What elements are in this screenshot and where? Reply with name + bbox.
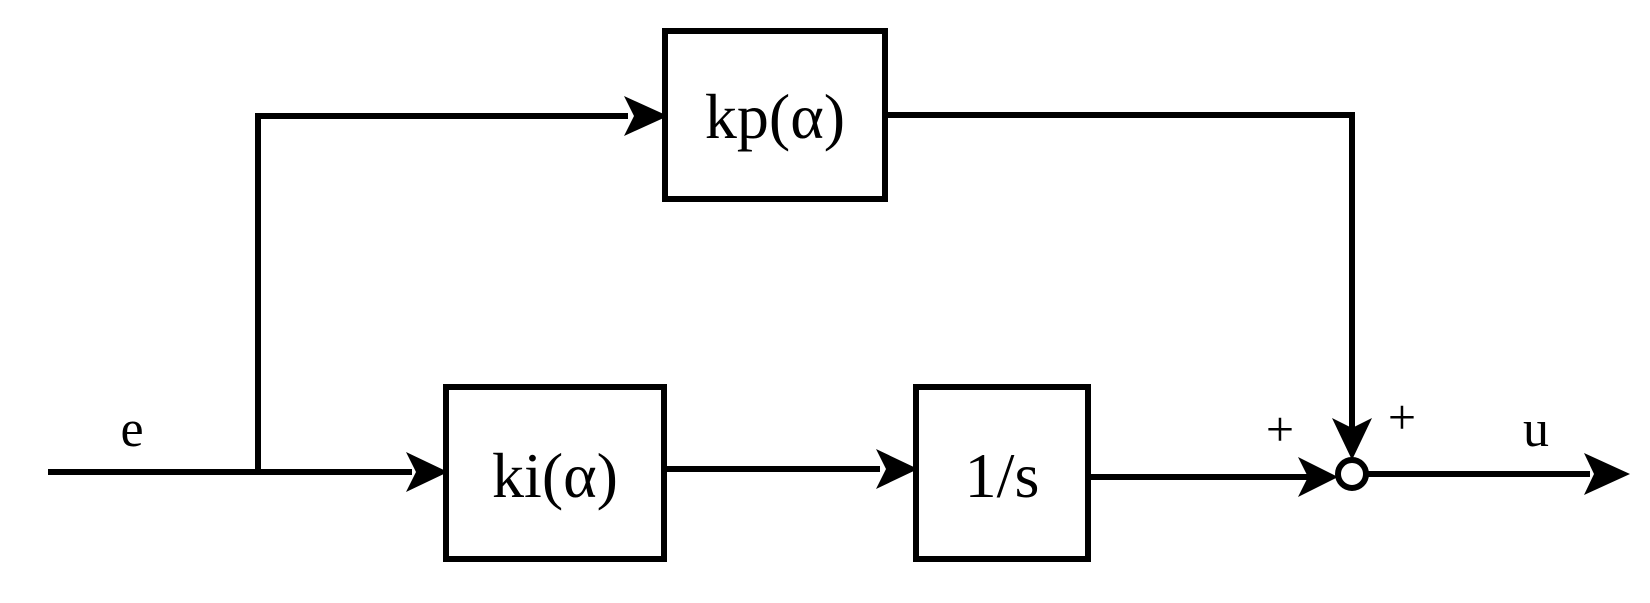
kp-to-sum-wire — [885, 112, 1355, 428]
sum-left-sign: + — [1266, 401, 1294, 457]
ki-input-arrow — [406, 452, 448, 492]
sum-left-input-arrow — [1298, 457, 1338, 497]
output-arrow — [1584, 453, 1630, 495]
output-signal-label: u — [1523, 401, 1549, 458]
kp-block — [662, 28, 888, 202]
ki-block-label: ki(α) — [492, 440, 618, 511]
sum-top-sign: + — [1388, 389, 1416, 445]
integrator-block-label: 1/s — [965, 440, 1040, 511]
kp-branch-wire — [255, 113, 628, 472]
summing-junction — [1335, 457, 1369, 491]
kp-input-arrow — [624, 96, 668, 136]
kp-block-label: kp(α) — [705, 81, 845, 152]
integrator-input-arrow — [876, 449, 918, 489]
ki-block — [443, 384, 667, 562]
sum-top-input-arrow — [1332, 418, 1372, 460]
input-signal-label: e — [120, 401, 143, 458]
integrator-block — [913, 384, 1091, 562]
